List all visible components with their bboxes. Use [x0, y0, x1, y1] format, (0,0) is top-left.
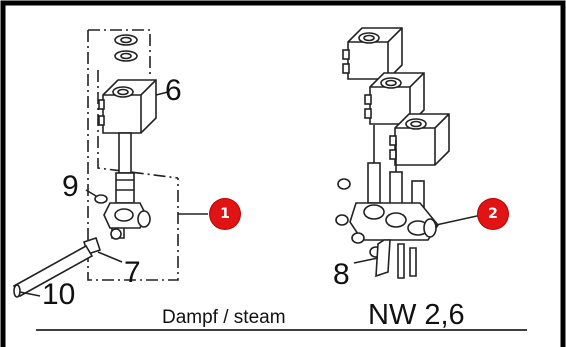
caption-steam: Dampf / steam [162, 307, 286, 328]
label-part-7: 7 [124, 256, 141, 289]
bracket-plate [375, 239, 391, 278]
cap-1 [337, 178, 351, 190]
cap-2 [335, 214, 349, 226]
washer-second [114, 50, 138, 62]
badge-2: 2 [478, 199, 508, 229]
stem-1 [367, 162, 381, 204]
badge-1: 1 [210, 199, 240, 229]
valve-stem [118, 132, 132, 174]
label-part-9: 9 [62, 170, 79, 203]
label-part-8: 8 [333, 258, 350, 291]
valve-body [103, 202, 147, 229]
cap-3 [351, 232, 365, 244]
left-valve-assembly [12, 29, 208, 298]
label-part-10: 10 [42, 278, 76, 311]
right-valve-assembly [335, 27, 487, 279]
o-ring [94, 194, 108, 204]
dashed-bracket [87, 29, 179, 281]
label-part-6: 6 [165, 74, 182, 107]
caption-nominal: NW 2,6 [368, 299, 465, 331]
dashed-bracket-2 [97, 70, 179, 179]
washer-top [114, 34, 138, 46]
